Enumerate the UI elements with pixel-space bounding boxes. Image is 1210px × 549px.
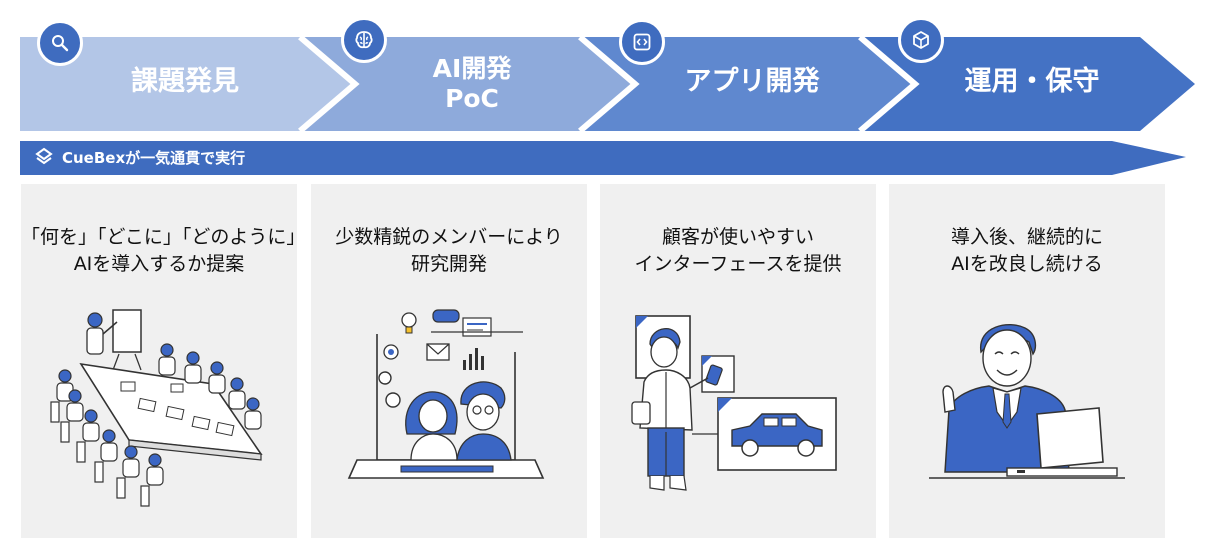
- separator-2: [578, 34, 640, 134]
- step-badge-2: [341, 17, 387, 63]
- step-card-1: 「何を」「どこに」「どのように」 AIを導入するか提案: [21, 184, 306, 538]
- step-label-2: AI開発 PoC: [432, 54, 512, 113]
- step-arrow-4: [860, 37, 1195, 131]
- app-user-illustration: [631, 315, 837, 491]
- step-arrow-3: [580, 37, 915, 131]
- step-badge-4: [898, 17, 944, 63]
- brain-icon: [355, 31, 373, 49]
- separator-3: [858, 34, 920, 134]
- card-description-2: 少数精鋭のメンバーにより 研究開発: [335, 226, 563, 275]
- step-badge-3: [619, 19, 665, 65]
- meeting-illustration: [50, 309, 263, 507]
- separator-1: [298, 34, 360, 134]
- support-staff-illustration: [929, 324, 1125, 479]
- step-card-4: 導入後、継続的に AIを改良し続ける: [889, 184, 1165, 538]
- code-window-icon: [633, 33, 651, 51]
- step-label-1: 課題発見: [131, 66, 239, 97]
- card-description-4: 導入後、継続的に AIを改良し続ける: [950, 226, 1103, 275]
- step-arrow-2: [300, 37, 635, 131]
- card-description-1: 「何を」「どこに」「どのように」 AIを導入するか提案: [21, 226, 306, 275]
- search-icon: [52, 35, 69, 52]
- process-arrows: [20, 34, 1195, 175]
- research-illustration: [347, 309, 545, 479]
- cuebex-logo-icon: [35, 147, 53, 165]
- step-label-3: アプリ開発: [684, 66, 820, 97]
- step-arrow-1: [20, 37, 355, 131]
- card-description-3: 顧客が使いやすい インターフェースを提供: [634, 226, 842, 275]
- cube-icon: [913, 31, 929, 49]
- step-badge-1: [37, 20, 83, 66]
- step-card-3: 顧客が使いやすい インターフェースを提供: [600, 184, 876, 538]
- banner-text: CueBexが一気通貫で実行: [62, 149, 246, 167]
- step-label-4: 運用・保守: [964, 66, 1100, 97]
- step-card-2: 少数精鋭のメンバーにより 研究開発: [311, 184, 587, 538]
- banner-arrow: [20, 141, 1186, 175]
